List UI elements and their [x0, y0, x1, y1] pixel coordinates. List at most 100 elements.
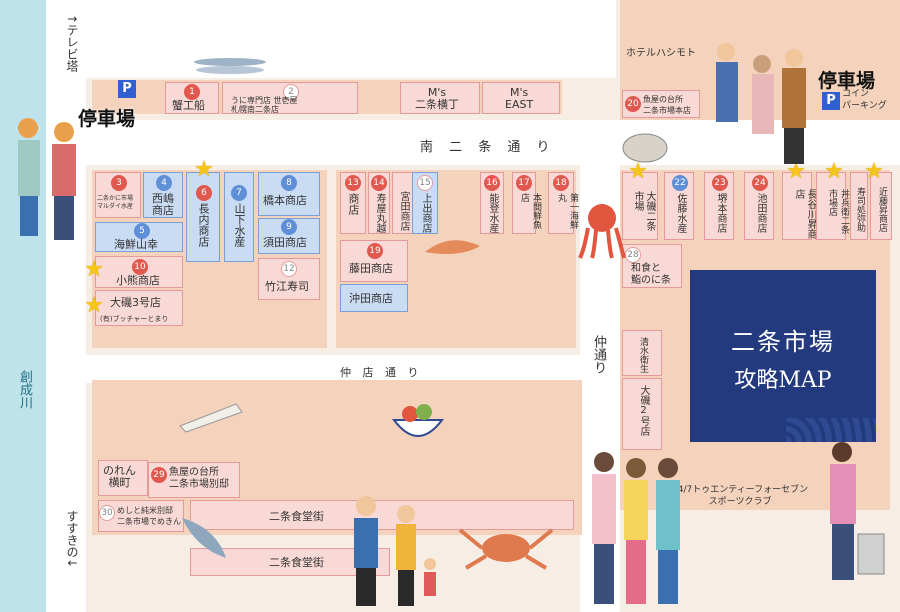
shop-name: 近藤昇商店	[877, 187, 887, 232]
shop-name: めしと純米別邸 二条市場でめきん	[117, 506, 181, 526]
recommended-star-icon: ★	[628, 159, 648, 184]
shop-name: 大磯2号店	[638, 385, 649, 436]
shop-29[interactable]: 29 魚屋の台所 二条市場別邸	[148, 462, 240, 498]
shop-28[interactable]: 28 和食と 鮨のに条	[622, 244, 682, 288]
shop-24[interactable]: 24 池田商店	[744, 172, 774, 240]
shop-ms-east[interactable]: M's EAST	[482, 82, 560, 114]
squid-icon	[179, 403, 243, 433]
shop-number: 17	[516, 175, 532, 191]
susukino-direction: すすきの↓	[65, 510, 79, 569]
shop-10[interactable]: 10 小熊商店	[95, 256, 183, 288]
shop-name: 寿司処弥助	[855, 187, 865, 232]
shop-oiso2[interactable]: 大磯2号店	[622, 378, 662, 450]
shop-number: 28	[625, 247, 641, 263]
shop-okita[interactable]: 沖田商店	[340, 284, 408, 312]
shop-20[interactable]: 20 魚屋の台所 二条市場本店	[622, 90, 700, 118]
shop-9[interactable]: 9 須田商店	[258, 218, 320, 254]
selfie-group-icon	[592, 452, 680, 604]
shop-name: 長内商店	[197, 203, 210, 247]
shop-16[interactable]: 16 能登水産	[480, 172, 504, 234]
shop-15[interactable]: 15 上出商店	[412, 172, 438, 234]
shrimp-icon	[425, 240, 480, 254]
shop-7[interactable]: 7 山下水産	[224, 172, 254, 262]
shop-number: 1	[184, 84, 200, 100]
nakamise-road	[86, 355, 616, 383]
shop-25[interactable]: 長谷川昇商店	[782, 172, 816, 240]
shop-name: 須田商店	[263, 236, 307, 249]
crab-icon	[458, 528, 554, 570]
shop-name: 和食と 鮨のに条	[631, 263, 671, 286]
shop-number: 9	[281, 219, 297, 235]
shop-number: 8	[281, 175, 297, 191]
map-subtitle: 攻略MAP	[734, 368, 832, 393]
shop-name: 上出商店	[420, 193, 431, 233]
shop-number: 10	[132, 259, 148, 275]
coin-parking-label: コイン パーキング	[842, 89, 887, 111]
shop-number: 5	[134, 223, 150, 239]
shop-name: 堺本商店	[715, 193, 726, 233]
shop-11[interactable]: 大磯3号店 (有)ブッチャーとまり	[95, 290, 183, 326]
hotel-label: ホテルハシモト	[626, 48, 696, 59]
shop-miyata[interactable]: 宮田商店	[392, 172, 414, 234]
west-road	[46, 0, 86, 612]
parking-label-right: 停車場	[818, 70, 876, 92]
shop-1[interactable]: 1 蟹工船	[165, 82, 219, 114]
shop-23[interactable]: 23 堺本商店	[704, 172, 734, 240]
river	[0, 0, 46, 612]
noren-yokocho[interactable]: のれん 横町	[98, 460, 148, 496]
shop-name: M's 二条横丁	[415, 86, 459, 111]
shop-name: 山下水産	[233, 203, 246, 247]
shop-kondo[interactable]: 近藤昇商店	[870, 172, 892, 240]
river-label: 創成川	[17, 370, 32, 409]
shop-name: 二条食堂街	[269, 510, 324, 523]
oyster-icon	[622, 133, 668, 163]
shop-2[interactable]: 2 うに専門店 世壱屋 札幌南二条店	[222, 82, 358, 114]
shop-12[interactable]: 12 竹江寿司	[258, 258, 320, 300]
shop-name: 佐藤水産	[675, 193, 686, 233]
shop-19[interactable]: 19 藤田商店	[340, 240, 408, 282]
shop-27[interactable]: 寿司処弥助	[850, 172, 868, 240]
shop-22[interactable]: 22 佐藤水産	[664, 172, 694, 240]
shop-number: 22	[672, 175, 688, 191]
shop-name: 大磯二条市場	[632, 191, 655, 231]
shop-number: 19	[367, 243, 383, 259]
shop-name: 蟹工船	[172, 99, 205, 112]
parking-label-left: 停車場	[78, 108, 136, 130]
shop-4[interactable]: 4 西嶋 商店	[143, 172, 183, 218]
shop-name: 沖田商店	[349, 292, 393, 305]
shop-8[interactable]: 8 橋本商店	[258, 172, 320, 216]
shop-13[interactable]: 13 商店	[340, 172, 366, 234]
shop-number: 29	[151, 467, 167, 483]
family-illustration-icon	[354, 496, 436, 606]
shop-number: 6	[196, 185, 212, 201]
shop-18[interactable]: 18 第一海鮮丸	[548, 172, 578, 234]
shop-name: 長谷川昇商店	[793, 189, 816, 239]
recommended-star-icon: ★	[864, 159, 884, 184]
map-title: 二条市場	[731, 328, 835, 356]
shop-14[interactable]: 14 寿屋丸越	[368, 172, 390, 234]
shop-name: 第一海鮮丸	[556, 193, 578, 229]
parking-icon: P	[118, 80, 136, 98]
shop-name: 西嶋 商店	[152, 192, 174, 217]
shop-3[interactable]: 3 二条かに市場 マルダイ水産	[95, 172, 141, 218]
shop-21[interactable]: 大磯二条市場	[622, 172, 658, 240]
shop-name: M's EAST	[505, 86, 534, 111]
shop-17[interactable]: 17 本間鮮魚店	[512, 172, 541, 234]
shop-5[interactable]: 5 海鮮山幸	[95, 222, 183, 252]
shop-number: 15	[417, 175, 433, 191]
naka-street-label: 仲通り	[591, 335, 606, 374]
food-court-1[interactable]: 二条食堂街	[190, 500, 574, 530]
traveler-illustration-icon	[830, 442, 885, 580]
shop-number: 4	[156, 175, 172, 191]
shop-shimizu[interactable]: 清水衛生	[622, 330, 662, 376]
shop-ms-yokocho[interactable]: M's 二条横丁	[400, 82, 480, 114]
octopus-icon	[578, 204, 626, 259]
recommended-star-icon: ★	[84, 257, 104, 282]
shop-name: 池田商店	[755, 193, 766, 233]
shop-26[interactable]: 丼兵衛二条市場店	[816, 172, 849, 240]
shop-30[interactable]: 30 めしと純米別邸 二条市場でめきん	[98, 500, 184, 532]
shop-name: 橋本商店	[263, 194, 307, 207]
shop-name: 海鮮山幸	[114, 238, 158, 251]
shop-6[interactable]: 6 長内商店	[186, 172, 220, 262]
shop-number: 12	[281, 261, 297, 277]
